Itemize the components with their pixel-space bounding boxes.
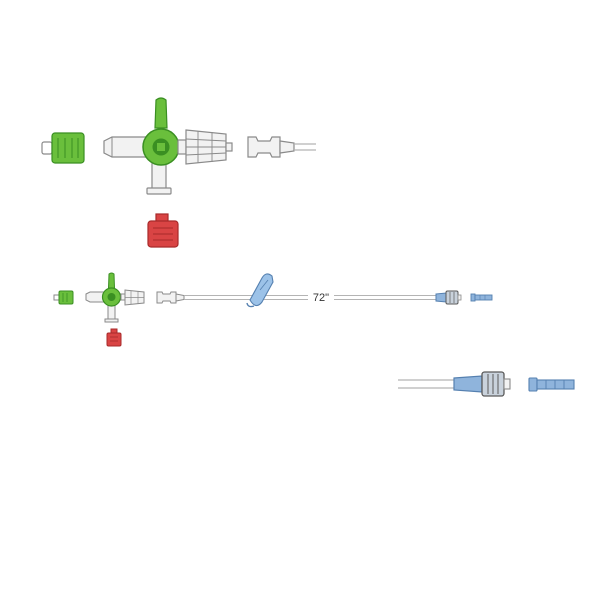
blue-rotating-luer-lock-icon: [453, 371, 511, 397]
extension-tubing: [184, 294, 436, 301]
four-way-stopcock-icon: [103, 97, 180, 195]
full-extension-set: 72": [53, 272, 493, 347]
red-dead-end-cap-icon: [106, 328, 122, 347]
stopcock-detail-enlarged: [41, 97, 316, 248]
red-dead-end-cap-icon: [147, 213, 179, 248]
distal-end-detail-enlarged: [398, 371, 575, 397]
vented-green-cap-icon: [41, 132, 85, 164]
blue-rotating-luer-lock-icon: [435, 290, 462, 305]
rotating-male-luer-lock-icon: [120, 289, 145, 306]
four-way-stopcock-icon: [85, 272, 122, 323]
female-luer-connector-icon: [247, 136, 316, 158]
vented-green-cap-icon: [53, 290, 74, 305]
rotating-male-luer-lock-icon: [177, 129, 233, 165]
blue-male-luer-cap-icon: [470, 293, 493, 302]
slide-clamp-icon: [246, 273, 274, 308]
tubing-length-label: 72": [313, 292, 329, 304]
female-luer-connector-icon: [156, 291, 185, 304]
blue-male-luer-cap-icon: [528, 377, 575, 392]
